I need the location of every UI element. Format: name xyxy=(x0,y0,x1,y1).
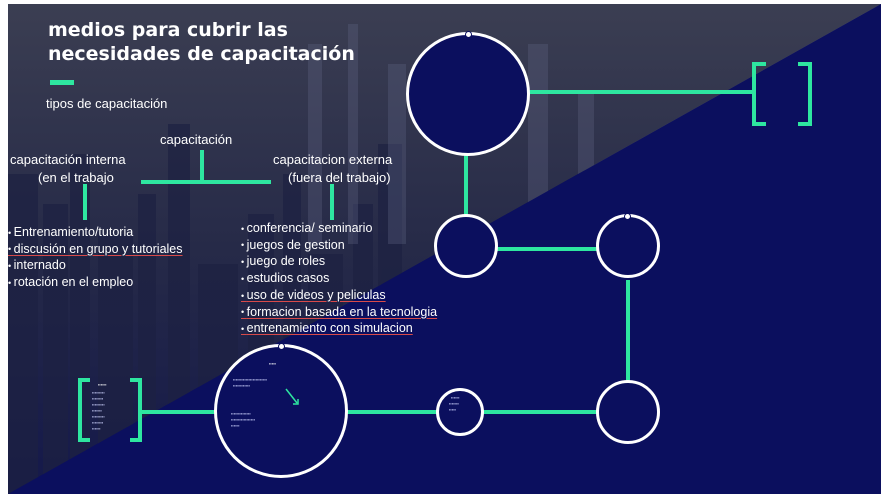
list-item: internado xyxy=(8,257,183,274)
list-item: Entrenamiento/tutoria xyxy=(8,224,183,241)
right-bracket-card[interactable] xyxy=(130,378,142,442)
list-item: rotación en el empleo xyxy=(8,274,183,291)
list-item: discusión en grupo y tutoriales xyxy=(8,241,183,258)
internal-list: Entrenamiento/tutoria discusión en grupo… xyxy=(8,224,183,291)
thumbnail-text: ▪▪▪▪▪▪▪▪▪▪▪▪▪▪▪▪▪▪▪▪▪▪▪▪ xyxy=(233,377,268,382)
thumbnail-text: ▪▪▪▪▪▪▪▪▪▪▪▪▪▪ xyxy=(231,411,251,416)
path-connector-horizontal-3 xyxy=(346,410,442,414)
path-connector-vertical-2 xyxy=(626,280,630,384)
thumbnail-text: ▪▪▪▪▪▪▪▪▪ xyxy=(92,390,105,395)
topic-circle-large[interactable] xyxy=(406,31,530,156)
root-label: capacitación xyxy=(160,132,233,147)
thumbnail-text: ▪▪▪▪▪▪▪▪▪ xyxy=(92,414,105,419)
external-heading-line1: capacitacion externa xyxy=(273,152,393,167)
thumbnail-text: ▪▪▪▪▪▪▪ xyxy=(449,401,459,406)
topic-circle-4[interactable] xyxy=(596,380,660,444)
external-list: conferencia/ seminario juegos de gestion… xyxy=(241,220,437,337)
thumbnail-text: ▪▪▪▪▪▪▪▪▪▪▪▪ xyxy=(233,383,251,388)
subtitle: tipos de capacitación xyxy=(46,96,168,111)
internal-heading-line2: (en el trabajo xyxy=(38,170,114,185)
list-item: estudios casos xyxy=(241,270,437,287)
thumbnail-text: ▪▪▪▪▪▪ xyxy=(231,423,240,428)
thumbnail-text: ▪▪▪▪▪▪▪▪ xyxy=(92,420,104,425)
circle-handle-icon xyxy=(624,213,631,220)
topic-circle-3[interactable] xyxy=(596,213,660,278)
topic-circle-bottom[interactable]: ▪▪▪▪▪ ▪▪▪▪▪▪▪▪▪▪▪▪▪▪▪▪▪▪▪▪▪▪▪▪ ▪▪▪▪▪▪▪▪▪… xyxy=(214,343,348,478)
right-bracket-topic[interactable] xyxy=(798,62,812,126)
root-connector xyxy=(200,150,204,182)
path-connector-horizontal-1 xyxy=(496,247,602,251)
list-item: uso de videos y peliculas xyxy=(241,287,437,304)
slide-title: medios para cubrir las necesidades de ca… xyxy=(48,19,355,65)
list-item: juegos de gestion xyxy=(241,237,437,254)
thumbnail-text: ▪▪▪▪▪▪▪▪▪▪▪▪▪▪▪▪▪ xyxy=(231,417,256,422)
thumbnail-text: ▪▪▪▪▪ xyxy=(449,407,457,412)
path-connector-top xyxy=(526,90,756,94)
thumbnail-text: ▪▪▪▪▪▪ xyxy=(92,426,101,431)
path-connector-vertical-1 xyxy=(464,144,468,220)
thumbnail-text: ▪▪▪▪▪▪ xyxy=(451,395,460,400)
thumbnail-title: ▪▪▪▪▪▪ xyxy=(98,382,107,387)
thumbnail-title: ▪▪▪▪▪ xyxy=(269,361,277,366)
path-connector-horizontal-2 xyxy=(480,410,600,414)
internal-connector xyxy=(83,184,87,220)
circle-handle-icon xyxy=(465,31,472,38)
list-item: juego de roles xyxy=(241,253,437,270)
list-item: entrenamiento con simulacion xyxy=(241,320,437,337)
internal-heading-line1: capacitación interna xyxy=(10,152,126,167)
arrow-icon xyxy=(285,388,299,405)
thumbnail-text: ▪▪▪▪▪▪▪▪▪ xyxy=(92,402,105,407)
list-item: conferencia/ seminario xyxy=(241,220,437,237)
card-thumbnail[interactable]: ▪▪▪▪▪▪ ▪▪▪▪▪▪▪▪▪ ▪▪▪▪▪▪▪▪ ▪▪▪▪▪▪▪▪▪ ▪▪▪▪… xyxy=(92,382,130,438)
thumbnail-text: ▪▪▪▪▪▪▪ xyxy=(92,408,102,413)
path-connector-horizontal-4 xyxy=(138,410,218,414)
external-connector xyxy=(330,184,334,220)
external-heading-line2: (fuera del trabajo) xyxy=(288,170,391,185)
left-bracket-card[interactable] xyxy=(78,378,90,442)
branch-connector xyxy=(141,180,271,184)
topic-circle-5[interactable]: ▪▪▪▪▪▪ ▪▪▪▪▪▪▪ ▪▪▪▪▪ xyxy=(436,388,484,436)
title-accent-bar xyxy=(50,80,74,85)
slide-canvas: medios para cubrir las necesidades de ca… xyxy=(8,4,881,494)
circle-handle-icon xyxy=(278,343,285,350)
left-bracket-topic[interactable] xyxy=(752,62,766,126)
topic-circle-2[interactable] xyxy=(434,214,498,278)
list-item: formacion basada en la tecnologia xyxy=(241,304,437,321)
thumbnail-text: ▪▪▪▪▪▪▪▪ xyxy=(92,396,104,401)
